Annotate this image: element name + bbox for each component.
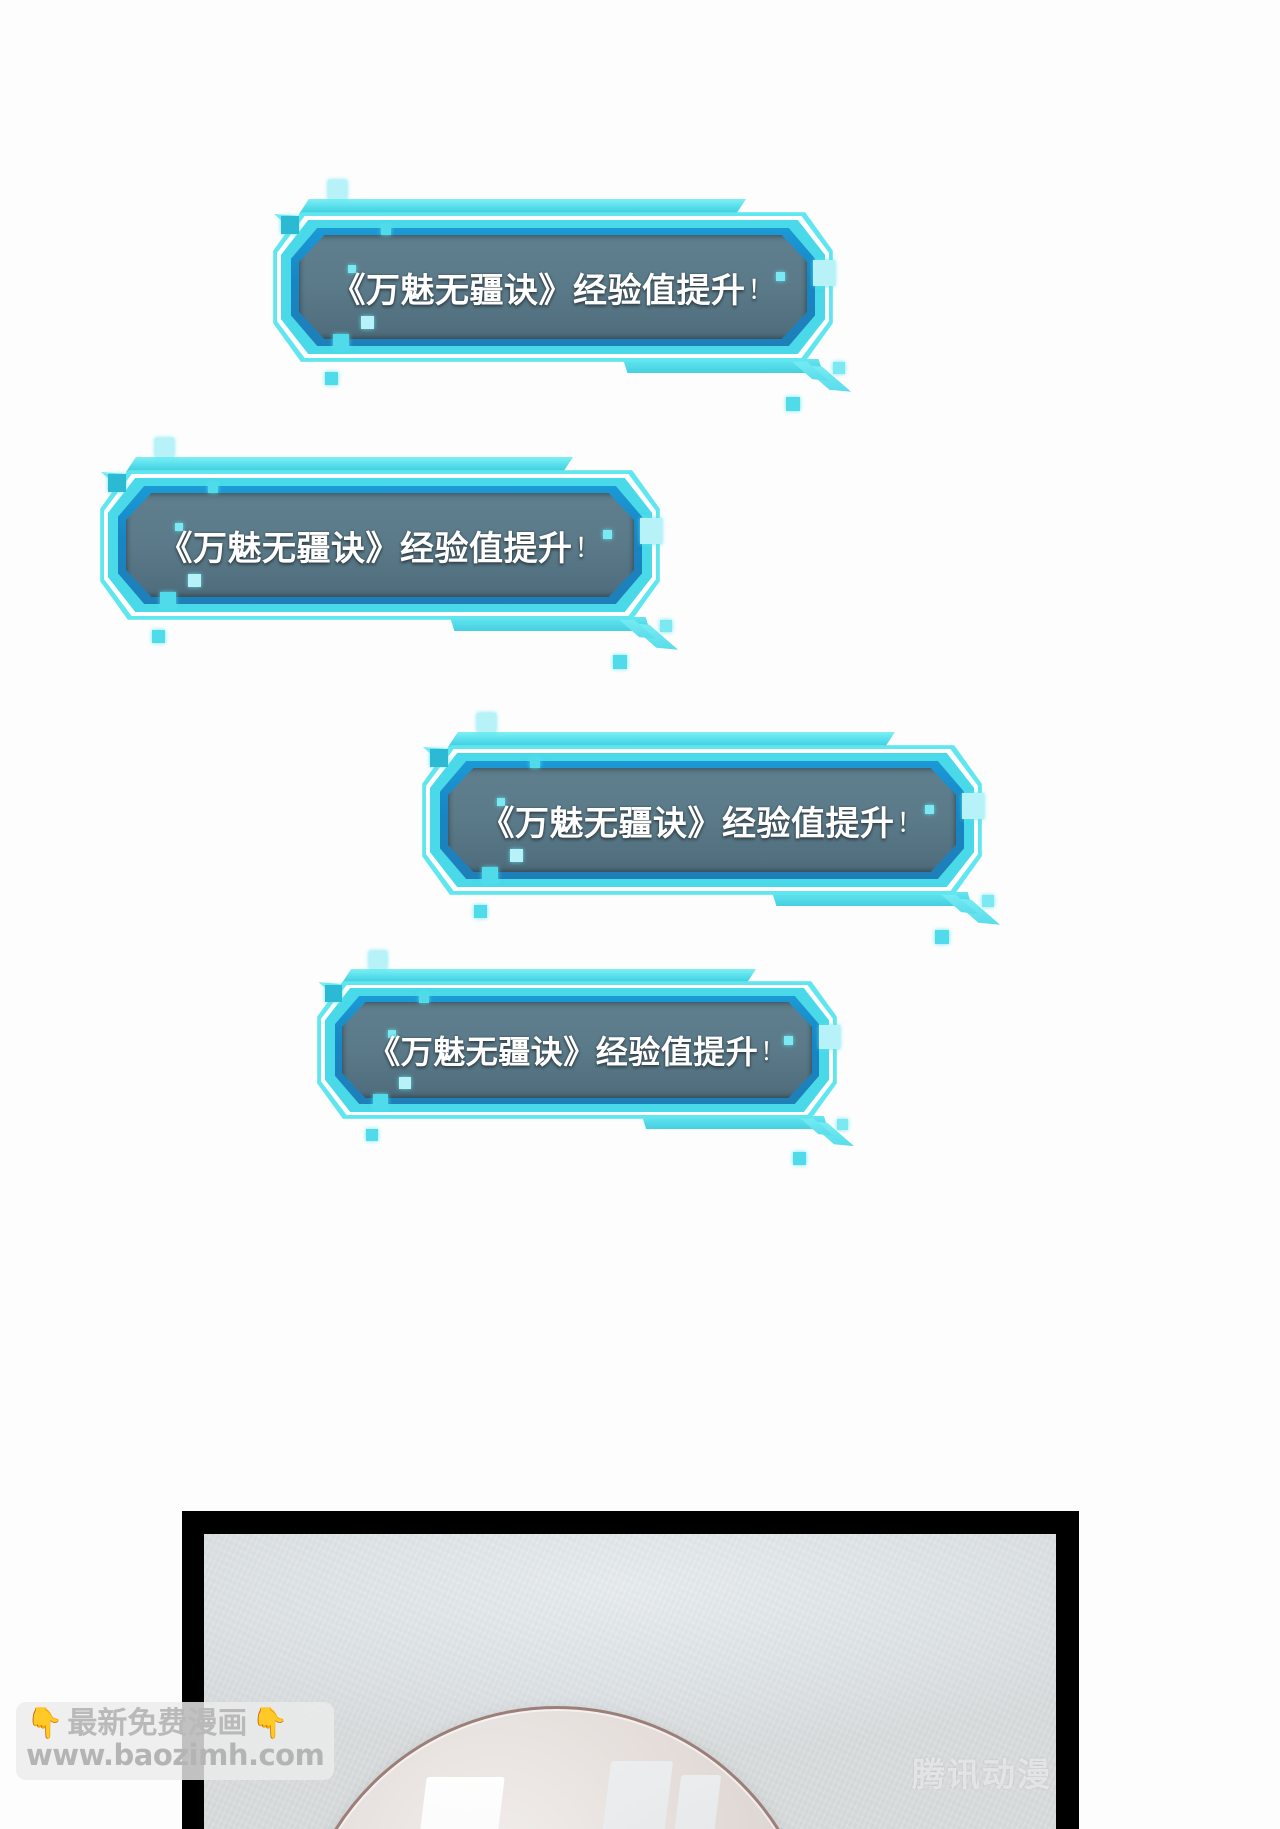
banner-title: 《万魅无疆诀》经验值提升	[331, 272, 746, 310]
photo-content	[204, 1534, 1056, 1829]
banner-exclamation: ！	[574, 532, 602, 563]
banner-pixel-accent	[660, 620, 672, 632]
banner-bottom-bar	[642, 1116, 828, 1129]
notification-banner-2: 《万魅无疆诀》经验值提升 ！	[100, 438, 650, 669]
watermark-label: 最新免费漫画	[67, 1706, 248, 1741]
banner-pixel-accent	[369, 951, 387, 969]
banner-pixel-accent	[388, 1030, 396, 1038]
watermark-url: www.baozimh.com	[26, 1738, 325, 1773]
banner-pixel-accent	[328, 180, 347, 199]
banner-pixel-accent	[603, 530, 612, 539]
banner-pixel-accent	[155, 438, 174, 457]
banner-text-2: 《万魅无疆诀》经验值提升 ！	[126, 493, 634, 597]
banner-pixel-accent	[982, 895, 994, 907]
banner-pixel-accent	[962, 793, 984, 819]
banner-title: 《万魅无疆诀》经验值提升	[368, 1034, 759, 1070]
banner-top-bar	[299, 199, 746, 214]
banner-pixel-accent	[819, 1025, 840, 1049]
banner-top-bar	[342, 969, 756, 983]
watermark-headline: 👇 最新免费漫画 👇	[26, 1706, 324, 1742]
banner-pixel-accent	[640, 518, 662, 544]
banner-exclamation: ！	[760, 1039, 786, 1066]
banner-title: 《万魅无疆诀》经验值提升	[480, 805, 895, 843]
banner-text-3: 《万魅无疆诀》经验值提升 ！	[448, 768, 956, 872]
banner-pixel-accent	[175, 523, 183, 531]
banner-top-bar	[448, 732, 895, 747]
banner-title: 《万魅无疆诀》经验值提升	[158, 530, 573, 568]
banner-pixel-accent	[281, 216, 299, 234]
banner-pixel-accent	[419, 993, 429, 1003]
banner-bottom-bar	[623, 359, 823, 373]
banner-pixel-accent	[613, 655, 627, 669]
banner-inner-fill	[299, 235, 807, 339]
banner-pixel-accent	[333, 334, 349, 350]
banner-pixel-accent	[381, 225, 391, 235]
watermark-baozimh: 👇 最新免费漫画 👇 www.baozimh.com	[16, 1702, 335, 1780]
banner-inner-fill	[126, 493, 634, 597]
banner-pixel-accent	[793, 1152, 806, 1165]
banner-pixel-accent	[786, 397, 800, 411]
banner-pixel-accent	[348, 265, 356, 273]
banner-top-bar	[126, 457, 573, 472]
banner-pixel-accent	[399, 1077, 411, 1089]
banner-pixel-accent	[108, 474, 126, 492]
banner-pixel-accent	[474, 905, 487, 918]
window-reflection-bright	[397, 1777, 505, 1829]
watermark-tencent-comic: 腾讯动漫	[912, 1756, 1052, 1793]
banner-pixel-accent	[188, 574, 201, 587]
banner-pixel-accent	[325, 372, 338, 385]
banner-pixel-accent	[152, 630, 165, 643]
banner-pixel-accent	[510, 849, 523, 862]
banner-pixel-accent	[776, 272, 785, 281]
banner-pixel-accent	[325, 985, 342, 1002]
banner-pixel-accent	[833, 362, 845, 374]
banner-pixel-accent	[477, 713, 496, 732]
banner-pixel-accent	[925, 805, 934, 814]
banner-pixel-accent	[530, 758, 540, 768]
banner-pixel-accent	[837, 1119, 848, 1130]
notification-banner-4: 《万魅无疆诀》经验值提升 ！	[317, 951, 827, 1165]
banner-exclamation: ！	[747, 274, 775, 305]
banner-pixel-accent	[935, 930, 949, 944]
pointing-down-hand-icon-left: 👇	[26, 1706, 64, 1742]
banner-pixel-accent	[208, 483, 218, 493]
notification-banner-1: 《万魅无疆诀》经验值提升 ！	[273, 180, 823, 411]
banner-exclamation: ！	[896, 807, 924, 838]
window-reflection-dim	[582, 1761, 674, 1829]
banner-text-4: 《万魅无疆诀》经验值提升 ！	[342, 1002, 812, 1098]
banner-pixel-accent	[366, 1129, 378, 1141]
banner-pixel-accent	[361, 316, 374, 329]
banner-text-1: 《万魅无疆诀》经验值提升 ！	[299, 235, 807, 339]
banner-bottom-bar	[772, 892, 972, 906]
banner-pixel-accent	[482, 867, 498, 883]
banner-pixel-accent	[497, 798, 505, 806]
banner-pixel-accent	[784, 1036, 793, 1045]
banner-inner-fill	[342, 1002, 812, 1098]
banner-pixel-accent	[813, 260, 835, 286]
banner-pixel-accent	[430, 749, 448, 767]
pointing-down-hand-icon-right: 👇	[251, 1706, 289, 1742]
notification-banner-3: 《万魅无疆诀》经验值提升 ！	[422, 713, 972, 944]
banner-bottom-bar	[450, 617, 650, 631]
banner-pixel-accent	[373, 1094, 388, 1109]
banner-inner-fill	[448, 768, 956, 872]
banner-pixel-accent	[160, 592, 176, 608]
